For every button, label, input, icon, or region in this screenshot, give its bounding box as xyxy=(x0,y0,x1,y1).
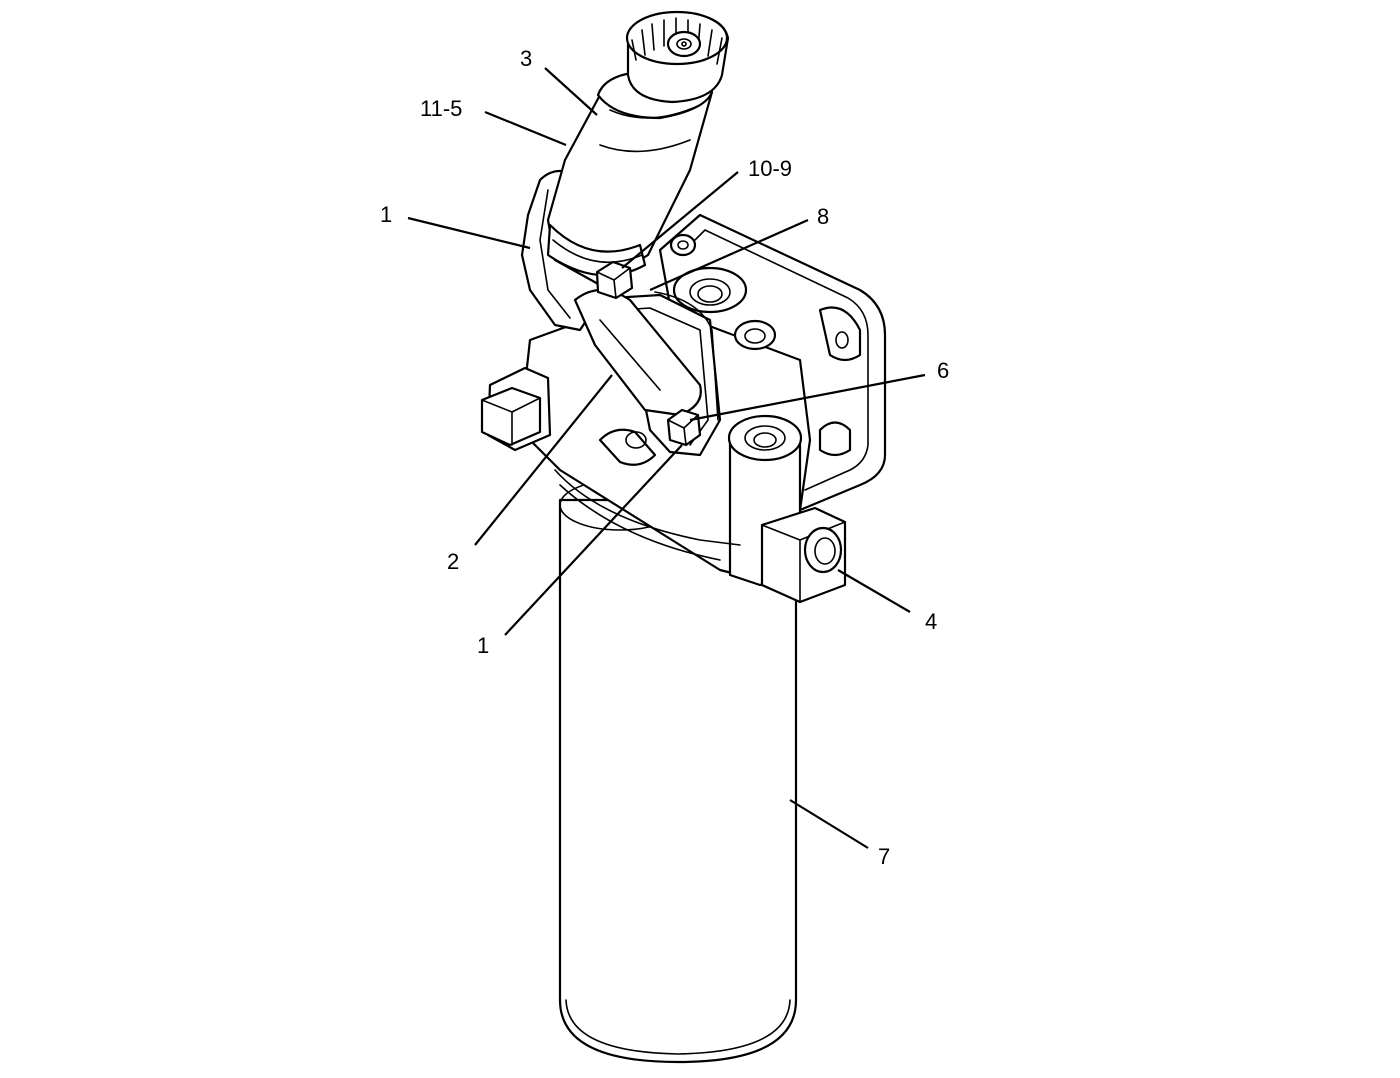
callout-4: 4 xyxy=(925,609,937,634)
callout-6: 6 xyxy=(937,358,949,383)
callout-11-5: 11-5 xyxy=(420,96,462,121)
gasket-seal xyxy=(654,291,719,421)
leader-4 xyxy=(837,569,911,613)
callout-labels: 3 11-5 10-9 1 8 6 2 1 4 7 xyxy=(380,46,949,869)
leader-11-5 xyxy=(484,110,567,147)
leader-1-bottom xyxy=(504,444,683,636)
callout-1-bottom: 1 xyxy=(477,633,489,658)
leader-lines xyxy=(407,67,926,849)
leader-2 xyxy=(474,374,613,546)
leader-6 xyxy=(689,373,926,422)
callout-1-top: 1 xyxy=(380,202,392,227)
lower-bolt xyxy=(666,408,702,447)
leader-10-9 xyxy=(621,171,739,269)
leader-7 xyxy=(789,799,869,849)
callout-10-9: 10-9 xyxy=(748,156,792,181)
leader-3 xyxy=(544,67,598,116)
callout-2: 2 xyxy=(447,549,459,574)
leader-8 xyxy=(649,218,809,292)
upper-bolt xyxy=(595,260,634,300)
callout-8: 8 xyxy=(817,204,829,229)
callout-7: 7 xyxy=(878,844,890,869)
leader-1-top xyxy=(407,216,531,250)
callout-3: 3 xyxy=(520,46,532,71)
primer-pump xyxy=(546,10,730,417)
filter-base-bracket xyxy=(480,213,887,604)
